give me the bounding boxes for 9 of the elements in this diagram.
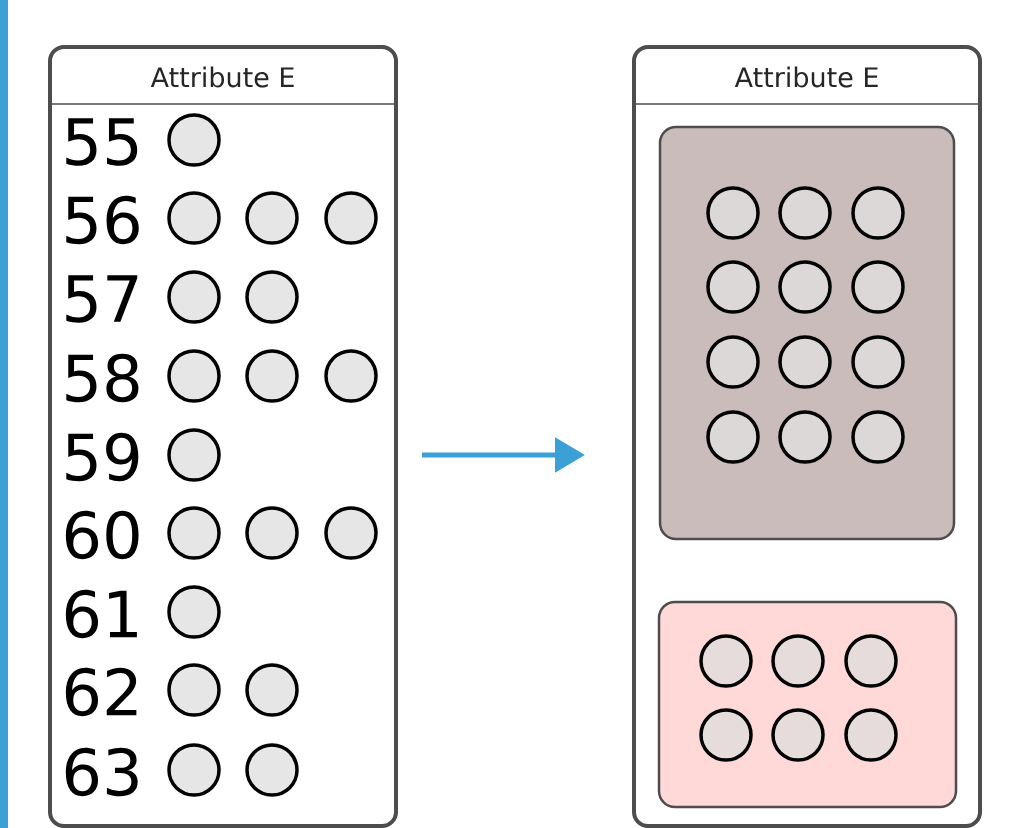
row-number: 56 — [66, 195, 139, 245]
row-number: 59 — [66, 432, 139, 482]
row-number: 58 — [66, 353, 139, 403]
row-number: 60 — [65, 510, 139, 560]
row-number: 55 — [66, 118, 138, 166]
row-number: 57 — [66, 275, 138, 323]
row-number: 61 — [65, 589, 137, 639]
row-number: 62 — [65, 667, 137, 717]
row-number: 63 — [65, 747, 138, 797]
